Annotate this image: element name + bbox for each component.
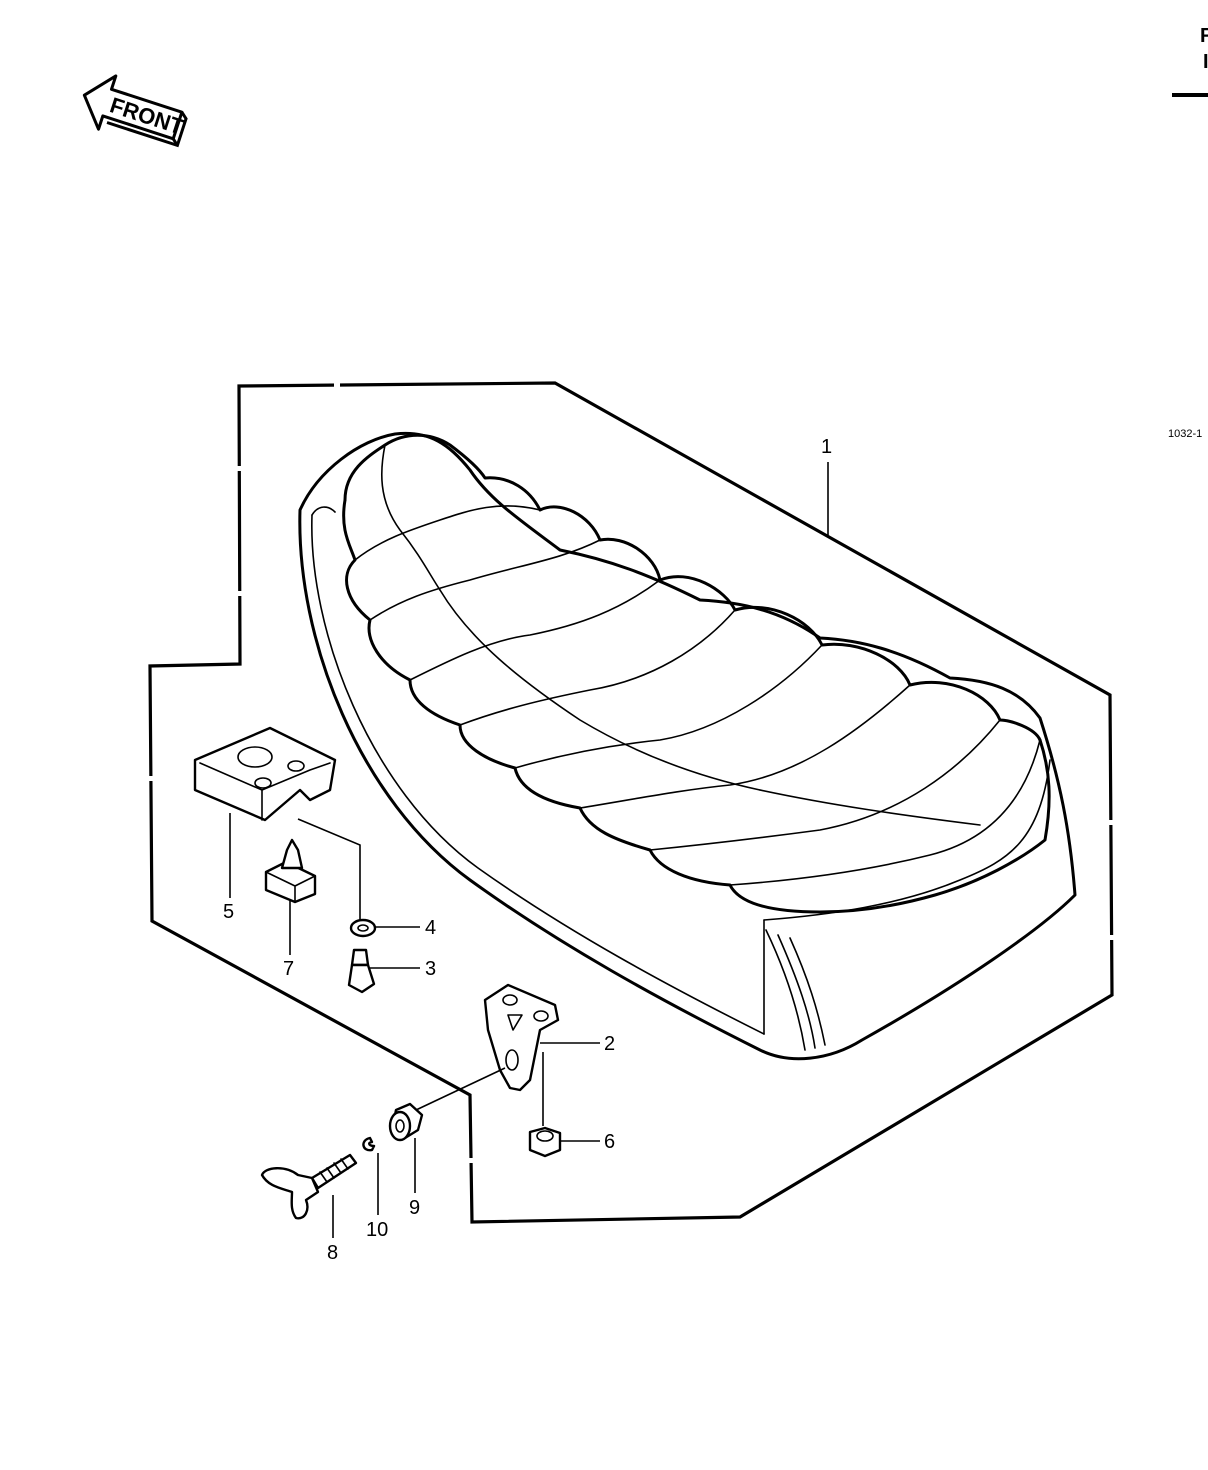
- seat-bracket: [483, 983, 560, 1092]
- boundary-dashes: [145, 380, 1117, 1163]
- callout-7: 7: [283, 958, 294, 980]
- corner-glyph-bottom: I: [1203, 51, 1208, 73]
- front-arrow-icon: FRONT: [82, 74, 188, 148]
- callout-2: 2: [604, 1033, 615, 1055]
- wing-bolt: [260, 1153, 358, 1220]
- callout-5: 5: [223, 901, 234, 923]
- leader-lines: [229, 462, 829, 1238]
- assembly-boundary: [148, 381, 1114, 1224]
- callout-4: 4: [425, 917, 436, 939]
- callout-6: 6: [604, 1131, 615, 1153]
- callout-3: 3: [425, 958, 436, 980]
- collar: [388, 1102, 424, 1142]
- callout-8: 8: [327, 1242, 338, 1264]
- callout-9: 9: [409, 1197, 420, 1219]
- callout-1: 1: [821, 436, 832, 458]
- reference-code: 1032-1: [1168, 428, 1202, 440]
- seat: [298, 431, 1077, 1061]
- bolt: [347, 948, 376, 994]
- snap-ring: [362, 1136, 376, 1152]
- corner-glyph-top: F: [1200, 25, 1208, 47]
- lock-washer: [349, 918, 377, 938]
- rubber-damper: [264, 838, 317, 904]
- nut: [528, 1126, 562, 1158]
- callout-10: 10: [366, 1219, 388, 1241]
- mounting-plate: [193, 726, 337, 822]
